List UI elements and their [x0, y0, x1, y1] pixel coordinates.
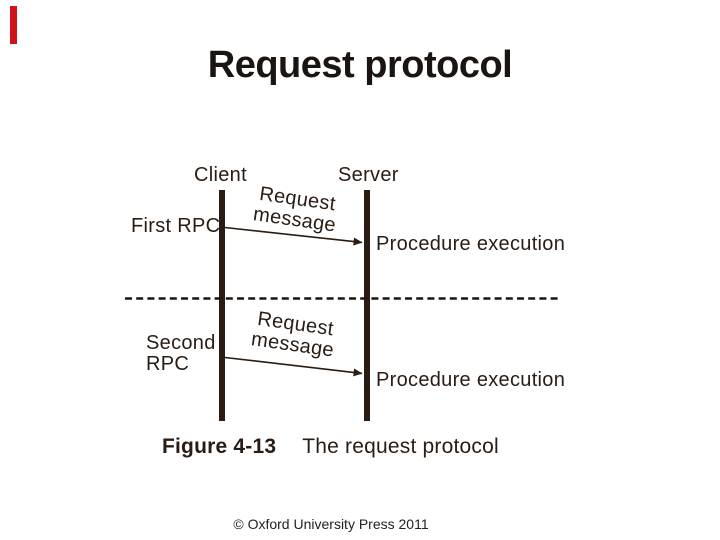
client-label: Client: [194, 164, 247, 186]
server-lifeline: [364, 190, 370, 421]
figure-caption: Figure 4-13 The request protocol: [162, 435, 499, 459]
copyright-footer: © Oxford University Press 2011: [233, 516, 429, 532]
request-message-arrow-first: [224, 226, 363, 246]
slide-accent-bar: [10, 6, 17, 44]
second-rpc-label: Second RPC: [146, 332, 216, 375]
procedure-execution-label-first: Procedure execution: [376, 233, 566, 255]
page-title: Request protocol: [207, 44, 513, 86]
first-rpc-label: First RPC: [131, 215, 221, 237]
client-lifeline: [219, 190, 225, 421]
figure-title: The request protocol: [302, 435, 499, 458]
procedure-execution-label-second: Procedure execution: [376, 369, 566, 391]
figure-number: Figure 4-13: [162, 435, 277, 458]
server-label: Server: [338, 164, 399, 186]
request-message-arrow-second: [224, 356, 363, 377]
